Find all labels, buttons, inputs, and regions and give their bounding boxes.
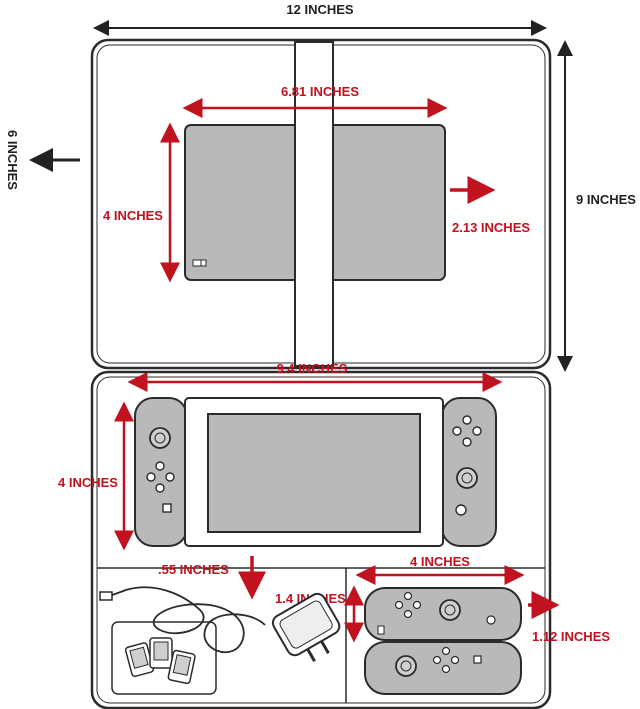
pocket-indicator xyxy=(192,259,202,267)
lower-width-label: 9.4 INCHES xyxy=(277,361,348,376)
accessory-compartment xyxy=(99,586,341,695)
console-screen xyxy=(207,413,421,533)
console-height-label: 4 INCHES xyxy=(58,475,118,490)
right-stick xyxy=(456,467,478,489)
joycon-bottom-btn-3 xyxy=(450,655,460,665)
capture-button xyxy=(162,503,172,513)
button-b xyxy=(462,437,472,447)
detached-joycons xyxy=(364,587,522,695)
left-stick xyxy=(149,427,171,449)
width-label: 12 INCHES xyxy=(286,2,354,17)
joycon-bottom-capture xyxy=(473,655,482,664)
usb-cable xyxy=(103,586,266,654)
screen-height-label: 4 INCHES xyxy=(103,208,163,223)
joycon-bottom-btn-1 xyxy=(441,646,451,656)
pocket-depth-label: 2.13 INCHES xyxy=(452,220,530,235)
joycon-top-stick-center xyxy=(444,604,456,616)
joycon-bottom-stick-center xyxy=(400,660,412,672)
joycon-top-btn-4 xyxy=(403,609,413,619)
game-card-1 xyxy=(124,642,155,678)
home-button xyxy=(455,504,467,516)
screen-width-label: 6.81 INCHES xyxy=(281,84,359,99)
button-a xyxy=(472,426,482,436)
switch-console xyxy=(134,397,497,547)
height-label: 9 INCHES xyxy=(576,192,636,207)
compartment-depth-label: .55 INCHES xyxy=(158,562,229,577)
ac-adapter xyxy=(271,592,341,662)
left-joycon-attached xyxy=(134,397,188,547)
left-stick-center xyxy=(154,432,166,444)
usb-plug xyxy=(99,591,113,601)
dpad-down xyxy=(155,483,165,493)
depth-label: 6 INCHES xyxy=(5,130,20,190)
joycon-depth-label: 1.12 INCHES xyxy=(532,629,610,644)
game-card-3 xyxy=(167,649,196,685)
elastic-strap xyxy=(294,41,334,367)
button-x xyxy=(462,415,472,425)
pocket-indicator-2 xyxy=(200,259,207,267)
button-y xyxy=(452,426,462,436)
right-stick-center xyxy=(461,472,473,484)
dpad-right xyxy=(165,472,175,482)
joycon-top-minus xyxy=(377,625,385,635)
dpad-up xyxy=(155,461,165,471)
joycon-top-home xyxy=(486,615,496,625)
joycon-bottom-btn-4 xyxy=(441,664,451,674)
game-card-2 xyxy=(149,637,173,669)
joycon-top-stick xyxy=(439,599,461,621)
joycon-top-btn-2 xyxy=(394,600,404,610)
dpad-left xyxy=(146,472,156,482)
joycon-top-btn-1 xyxy=(403,591,413,601)
joycon-top-btn-3 xyxy=(412,600,422,610)
joycon-width-label: 4 INCHES xyxy=(410,554,470,569)
joycon-bottom-btn-2 xyxy=(432,655,442,665)
joycon-bottom-stick xyxy=(395,655,417,677)
case-top-lid xyxy=(90,38,552,370)
